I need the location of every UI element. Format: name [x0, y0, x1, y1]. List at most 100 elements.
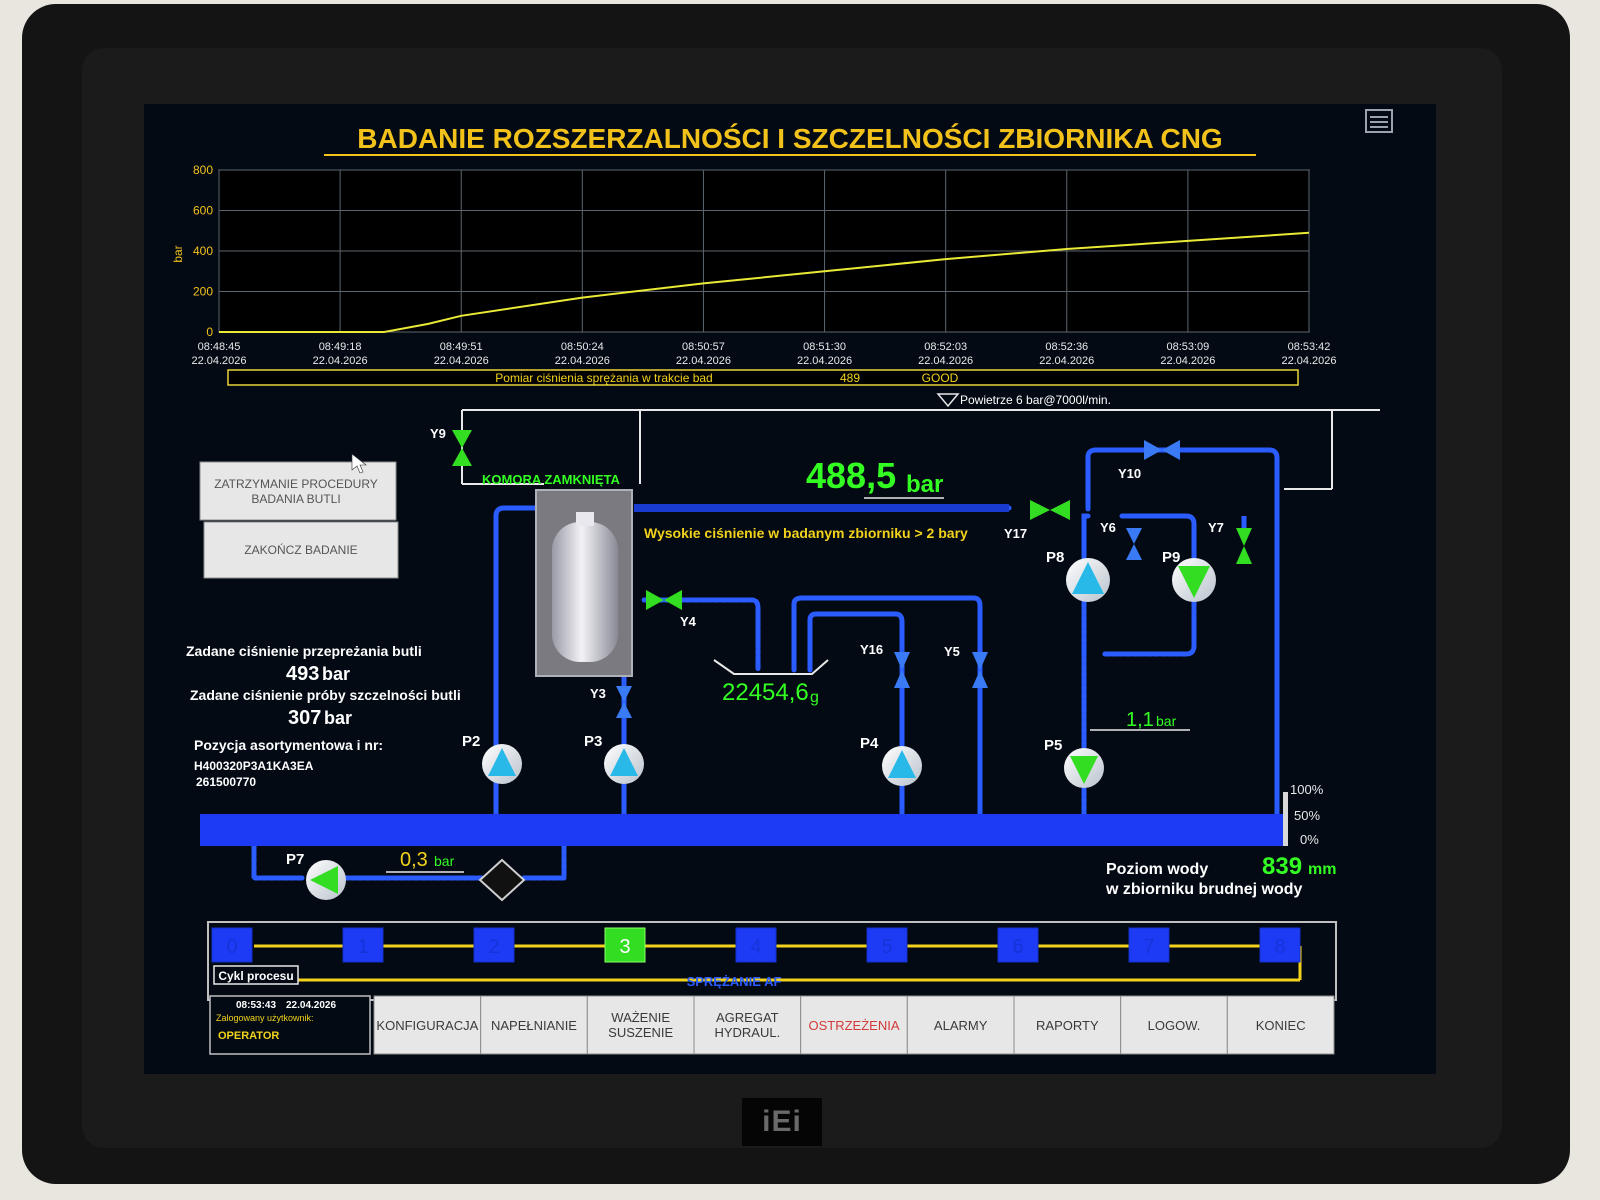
valve-y3[interactable]: Y3 [590, 686, 632, 718]
nav-button-label: AGREGAT [716, 1010, 779, 1025]
nav-button-logow[interactable]: LOGOW. [1120, 995, 1228, 1055]
mouse-cursor-icon [351, 453, 367, 474]
status-result: GOOD [922, 371, 959, 385]
air-filter-icon [936, 393, 960, 408]
test-parameters: Zadane ciśnienie przepreżania butli 493 … [186, 643, 461, 789]
process-step [1259, 927, 1301, 963]
pump-p7[interactable]: P7 [286, 851, 346, 900]
chart-x-tick-date: 22.04.2026 [191, 355, 246, 367]
nav-button-label: HYDRAUL. [714, 1025, 780, 1040]
pump-p8[interactable]: P8 [1046, 549, 1110, 602]
nav-button-label: KONFIGURACJA [376, 1018, 478, 1033]
weight-value: 22454,6 [722, 679, 809, 706]
p7-pressure-unit: bar [434, 853, 455, 869]
footer-time: 08:53:43 [236, 1000, 276, 1011]
chart-x-tick-date: 22.04.2026 [1160, 355, 1215, 367]
process-step-number: 1 [357, 936, 368, 958]
nav-button-alarmy[interactable]: ALARMY [906, 995, 1015, 1055]
process-step [866, 927, 908, 963]
process-cycle-label: Cykl procesu [218, 969, 293, 983]
nav-button-label: NAPEŁNIANIE [491, 1018, 577, 1033]
valve-y6[interactable]: Y6 [1100, 520, 1142, 560]
chart-x-tick-time: 08:50:57 [682, 341, 725, 353]
high-pressure-warning: Wysokie ciśnienie w badanym zbiorniku > … [644, 525, 968, 541]
status-value: 489 [840, 371, 860, 385]
pump-p2-label: P2 [462, 733, 480, 750]
p7-pressure-readout: 0,3 bar [386, 849, 464, 873]
filter-icon [478, 858, 526, 902]
process-step-number: 0 [226, 936, 237, 958]
air-supply-line: Powietrze 6 bar@7000l/min. [461, 393, 1380, 490]
valve-y17[interactable]: Y17 [1004, 500, 1070, 541]
p5-pressure-readout: 1,1 bar [1090, 709, 1190, 731]
chart-x-tick-time: 08:52:03 [924, 341, 967, 353]
chart-x-tick-date: 22.04.2026 [1281, 355, 1336, 367]
process-step [735, 927, 777, 963]
valve-y7-label: Y7 [1208, 520, 1224, 535]
nav-button-label: SUSZENIE [608, 1025, 673, 1040]
valve-y5-label: Y5 [944, 644, 960, 659]
process-step-number: 4 [750, 936, 761, 958]
water-level-label-1: Poziom wody [1106, 861, 1208, 878]
valve-y7[interactable]: Y7 [1208, 516, 1252, 564]
process-step-number: 5 [881, 936, 892, 958]
chart-y-label: bar [171, 245, 185, 262]
chart-y-tick: 800 [193, 163, 213, 177]
chart-x-tick-time: 08:51:30 [803, 341, 846, 353]
process-step [211, 927, 253, 963]
pump-p2[interactable]: P2 [462, 733, 522, 784]
chart-x-tick-date: 22.04.2026 [676, 355, 731, 367]
menu-icon[interactable] [1365, 109, 1393, 133]
valve-y6-label: Y6 [1100, 520, 1116, 535]
nav-button-koniec[interactable]: KONIEC [1226, 995, 1335, 1055]
valve-y16[interactable]: Y16 [860, 642, 910, 688]
chart-x-tick-date: 22.04.2026 [918, 355, 973, 367]
nav-button-raporty[interactable]: RAPORTY [1013, 995, 1122, 1055]
status-label: Pomiar ciśnienia sprężania w trakcie bad [495, 371, 712, 385]
process-stage-name: SPRĘŻANIE AF [687, 974, 782, 989]
process-step [342, 927, 384, 963]
chart-x-tick-time: 08:49:51 [440, 341, 483, 353]
leak-test-label: Zadane ciśnienie próby szczelności butli [190, 687, 461, 703]
valve-y10[interactable]: Y10 [1118, 440, 1180, 481]
footer-date: 22.04.2026 [286, 1000, 336, 1011]
valve-y4[interactable]: Y4 [646, 590, 697, 629]
finish-test-label: ZAKOŃCZ BADANIE [244, 542, 357, 557]
p5-pressure-unit: bar [1156, 713, 1177, 729]
chart-x-tick-date: 22.04.2026 [555, 355, 610, 367]
chart-x-tick-date: 22.04.2026 [1039, 355, 1094, 367]
footer-status: 08:53:43 22.04.2026 Zalogowany użytkowni… [209, 995, 371, 1055]
p7-pressure-value: 0,3 [400, 849, 428, 871]
stop-procedure-button[interactable]: ZATRZYMANIE PROCEDURY BADANIA BUTLI [199, 461, 397, 521]
nav-button-label: RAPORTY [1036, 1018, 1099, 1033]
pump-p4[interactable]: P4 [860, 735, 922, 786]
chamber-label: KOMORA ZAMKNIĘTA [482, 472, 621, 487]
pump-p5-label: P5 [1044, 737, 1062, 754]
overpressure-label: Zadane ciśnienie przepreżania butli [186, 643, 422, 659]
process-step [473, 927, 515, 963]
chart-x-tick-time: 08:52:36 [1045, 341, 1088, 353]
pump-p3[interactable]: P3 [584, 733, 644, 784]
closed-chamber: KOMORA ZAMKNIĘTA [482, 472, 633, 677]
chart-x-tick-date: 22.04.2026 [313, 355, 368, 367]
valve-y9-label: Y9 [430, 426, 446, 441]
blue-pipe-network [251, 447, 1280, 881]
nav-button-napelnianie[interactable]: NAPEŁNIANIE [480, 995, 588, 1055]
nav-button-konfiguracja[interactable]: KONFIGURACJA [373, 995, 482, 1055]
main-pressure-value: 488,5 [806, 455, 896, 496]
overpressure-value: 493 [286, 663, 319, 685]
process-step [604, 927, 646, 963]
valve-y5[interactable]: Y5 [944, 644, 988, 688]
pump-p9[interactable]: P9 [1162, 549, 1216, 602]
nav-button-ostrzezenia[interactable]: OSTRZEŻENIA [800, 995, 908, 1055]
leak-test-value: 307 [288, 707, 321, 729]
finish-test-button[interactable]: ZAKOŃCZ BADANIE [203, 521, 399, 579]
process-step-number: 7 [1143, 936, 1154, 958]
chart-x-tick-time: 08:48:45 [198, 341, 241, 353]
pump-p5[interactable]: P5 [1044, 737, 1104, 788]
process-step-number: 8 [1274, 936, 1285, 958]
valve-y9[interactable]: Y9 [430, 426, 472, 466]
